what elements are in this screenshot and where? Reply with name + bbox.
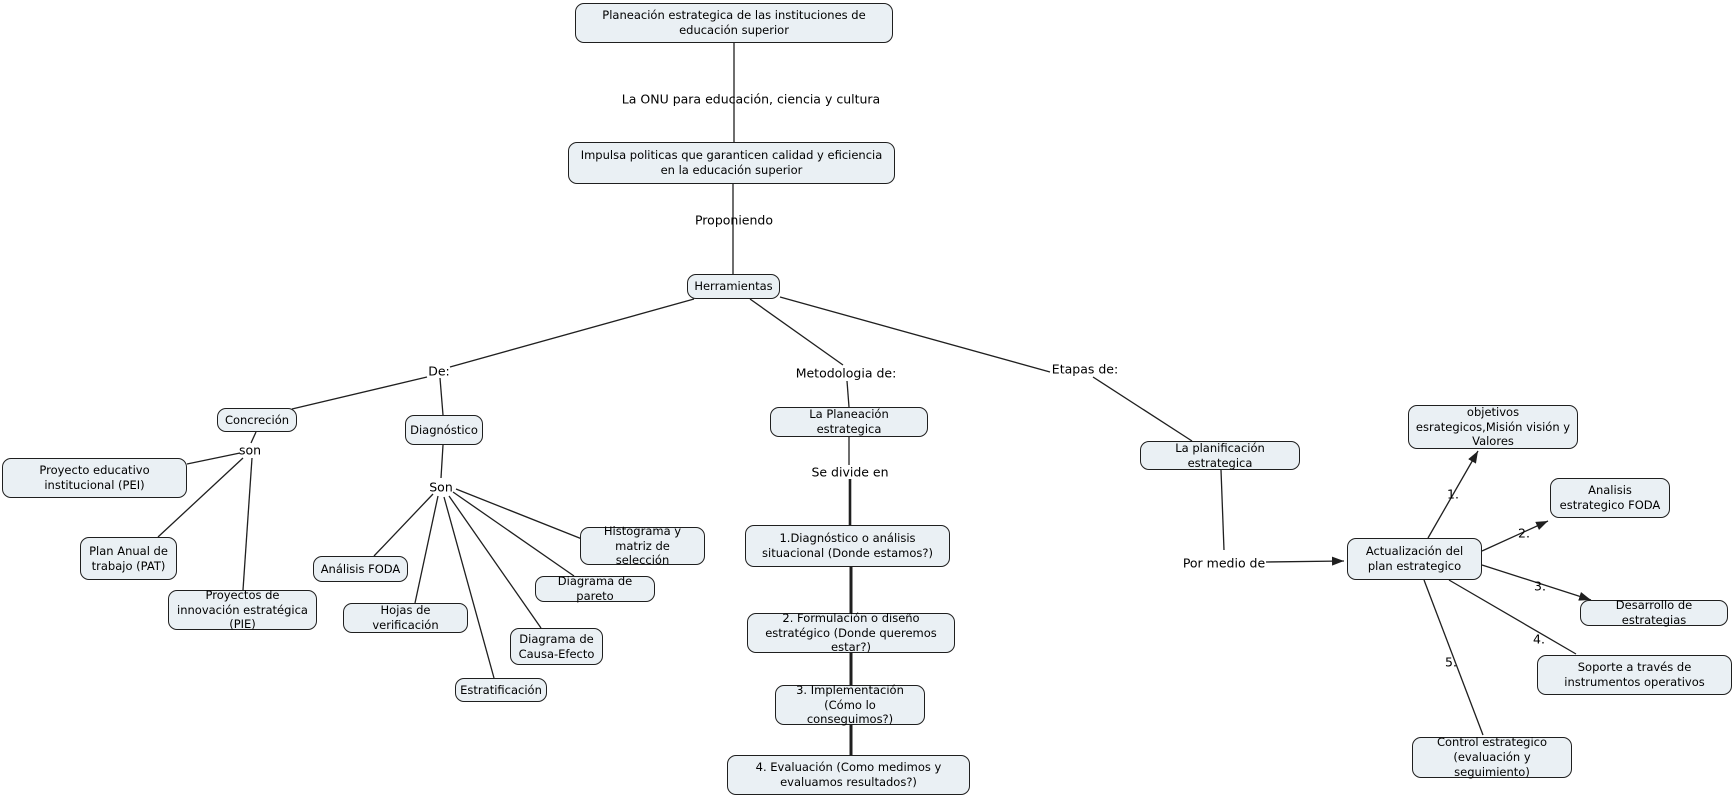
concept-node-paso2[interactable]: 2. Formulación o diseño estratégico (Don… bbox=[747, 610, 955, 655]
concept-node-hojas[interactable]: Hojas de verificación bbox=[343, 603, 468, 633]
concept-node-label: Control estrategico (evaluación y seguim… bbox=[1436, 735, 1547, 779]
link-label-son-concrecion: son bbox=[238, 442, 262, 458]
concept-node-label: Hojas de verificación bbox=[372, 603, 439, 632]
concept-node-label: Impulsa politicas que garanticen calidad… bbox=[580, 148, 883, 177]
concept-node-planificacion[interactable]: La planificación estrategica bbox=[1140, 441, 1300, 470]
connector-line bbox=[1220, 469, 1225, 551]
concept-node-label: 4. Evaluación (Como medimos y evaluamos … bbox=[755, 760, 942, 789]
link-label-metodologia-de: Metodologia de: bbox=[795, 365, 897, 381]
link-label-num-2: 2. bbox=[1518, 525, 1530, 541]
concept-node-pat[interactable]: Plan Anual de trabajo (PAT) bbox=[80, 537, 177, 580]
concept-node-label: Proyectos de innovación estratégica (PIE… bbox=[177, 587, 308, 632]
link-label-de: De: bbox=[428, 363, 450, 379]
concept-node-label: Diagrama de pareto bbox=[557, 574, 633, 603]
concept-node-label: Analisis estrategico FODA bbox=[1559, 483, 1661, 512]
connector-line bbox=[440, 444, 444, 479]
concept-node-label: Proyecto educativo institucional (PEI) bbox=[39, 463, 150, 492]
connector-arrow bbox=[1265, 556, 1345, 566]
connector-arrow bbox=[1481, 520, 1549, 552]
connector-line bbox=[1448, 579, 1577, 655]
concept-node-label: objetivos esrategicos,Misión visión y Va… bbox=[1415, 404, 1571, 449]
concept-node-label: Plan Anual de trabajo (PAT) bbox=[89, 543, 168, 573]
connector-line bbox=[846, 380, 850, 408]
concept-node-label: 2. Formulación o diseño estratégico (Don… bbox=[765, 610, 937, 655]
connector-line bbox=[443, 496, 495, 679]
concept-node-diagnostico[interactable]: Diagnóstico bbox=[405, 415, 483, 445]
concept-node-pie[interactable]: Proyectos de innovación estratégica (PIE… bbox=[168, 587, 317, 632]
connector-line bbox=[455, 488, 583, 540]
concept-node-label: Herramientas bbox=[694, 279, 773, 294]
link-label-etapas-de: Etapas de: bbox=[1051, 361, 1119, 377]
connector-line bbox=[449, 298, 695, 368]
concept-node-estratificacion[interactable]: Estratificación bbox=[455, 678, 547, 702]
link-label-num-3: 3. bbox=[1534, 578, 1546, 594]
connector-line bbox=[439, 377, 444, 416]
link-label-num-1: 1. bbox=[1447, 486, 1459, 502]
link-label-onu: La ONU para educación, ciencia y cultura bbox=[621, 91, 881, 107]
connector-line bbox=[779, 296, 1051, 373]
link-label-se-divide-en: Se divide en bbox=[811, 464, 889, 480]
connector-line bbox=[1423, 579, 1484, 736]
connector-line bbox=[448, 495, 542, 629]
concept-node-label: Desarrollo de estrategias bbox=[1615, 598, 1693, 627]
link-label-num-5: 5. bbox=[1445, 654, 1457, 670]
concept-node-label: Diagrama de Causa-Efecto bbox=[518, 631, 595, 661]
concept-node-root[interactable]: Planeación estrategica de las institucio… bbox=[575, 3, 893, 43]
concept-node-desarrollo[interactable]: Desarrollo de estrategias bbox=[1580, 598, 1728, 627]
connector-line bbox=[1092, 376, 1193, 442]
concept-node-analisis-foda[interactable]: Análisis FODA bbox=[313, 556, 408, 582]
connector-line bbox=[242, 457, 253, 591]
connector-line bbox=[186, 452, 241, 465]
concept-node-objetivos[interactable]: objetivos esrategicos,Misión visión y Va… bbox=[1408, 405, 1578, 449]
link-label-proponiendo: Proponiendo bbox=[694, 212, 774, 228]
connector-line bbox=[373, 493, 434, 557]
connector-line bbox=[452, 491, 575, 577]
concept-node-pei[interactable]: Proyecto educativo institucional (PEI) bbox=[2, 458, 187, 498]
link-label-num-4: 4. bbox=[1533, 631, 1545, 647]
concept-node-control[interactable]: Control estrategico (evaluación y seguim… bbox=[1412, 735, 1572, 779]
concept-node-label: La Planeación estrategica bbox=[809, 407, 889, 436]
concept-node-paso1[interactable]: 1.Diagnóstico o análisis situacional (Do… bbox=[745, 525, 950, 567]
connector-line bbox=[157, 457, 244, 538]
concept-node-label: Diagnóstico bbox=[410, 422, 478, 437]
concept-node-concrecion[interactable]: Concreción bbox=[217, 408, 297, 432]
concept-node-paso3[interactable]: 3. Implementación (Cómo lo conseguimos?) bbox=[775, 682, 925, 727]
concept-node-label: Actualización del plan estrategico bbox=[1365, 544, 1464, 573]
connector-line bbox=[414, 495, 439, 604]
concept-node-paso4[interactable]: 4. Evaluación (Como medimos y evaluamos … bbox=[727, 755, 970, 795]
concept-node-label: Concreción bbox=[224, 412, 290, 427]
concept-node-label: Planeación estrategica de las institucio… bbox=[602, 8, 866, 37]
concept-node-histograma[interactable]: Histograma y matriz de selección bbox=[580, 523, 705, 568]
concept-node-label: Análisis FODA bbox=[320, 561, 401, 576]
concept-node-actualizacion[interactable]: Actualización del plan estrategico bbox=[1347, 538, 1482, 580]
connector-arrow bbox=[1427, 450, 1479, 539]
concept-node-planeacion[interactable]: La Planeación estrategica bbox=[770, 407, 928, 437]
link-label-son-diagnostico: Son bbox=[429, 479, 453, 495]
connector-arrow bbox=[1481, 564, 1592, 601]
concept-node-label: 1.Diagnóstico o análisis situacional (Do… bbox=[762, 531, 933, 560]
concept-node-label: La planificación estrategica bbox=[1175, 440, 1265, 470]
concept-node-causa-efecto[interactable]: Diagrama de Causa-Efecto bbox=[510, 628, 603, 665]
link-label-por-medio-de: Por medio de bbox=[1182, 555, 1266, 571]
concept-node-label: Estratificación bbox=[460, 682, 542, 697]
concept-node-pareto[interactable]: Diagrama de pareto bbox=[535, 574, 655, 603]
concept-node-label: 3. Implementación (Cómo lo conseguimos?) bbox=[796, 682, 904, 727]
concept-node-label: Histograma y matriz de selección bbox=[603, 523, 682, 568]
concept-node-soporte[interactable]: Soporte a través de instrumentos operati… bbox=[1537, 655, 1732, 695]
concept-node-analisis-estrategico-foda[interactable]: Analisis estrategico FODA bbox=[1550, 478, 1670, 518]
connector-line bbox=[291, 376, 428, 410]
concept-node-impulsa[interactable]: Impulsa politicas que garanticen calidad… bbox=[568, 142, 895, 184]
connector-line bbox=[749, 298, 844, 366]
concept-node-herramientas[interactable]: Herramientas bbox=[687, 274, 780, 299]
concept-node-label: Soporte a través de instrumentos operati… bbox=[1564, 660, 1705, 689]
connector-line bbox=[250, 431, 257, 444]
